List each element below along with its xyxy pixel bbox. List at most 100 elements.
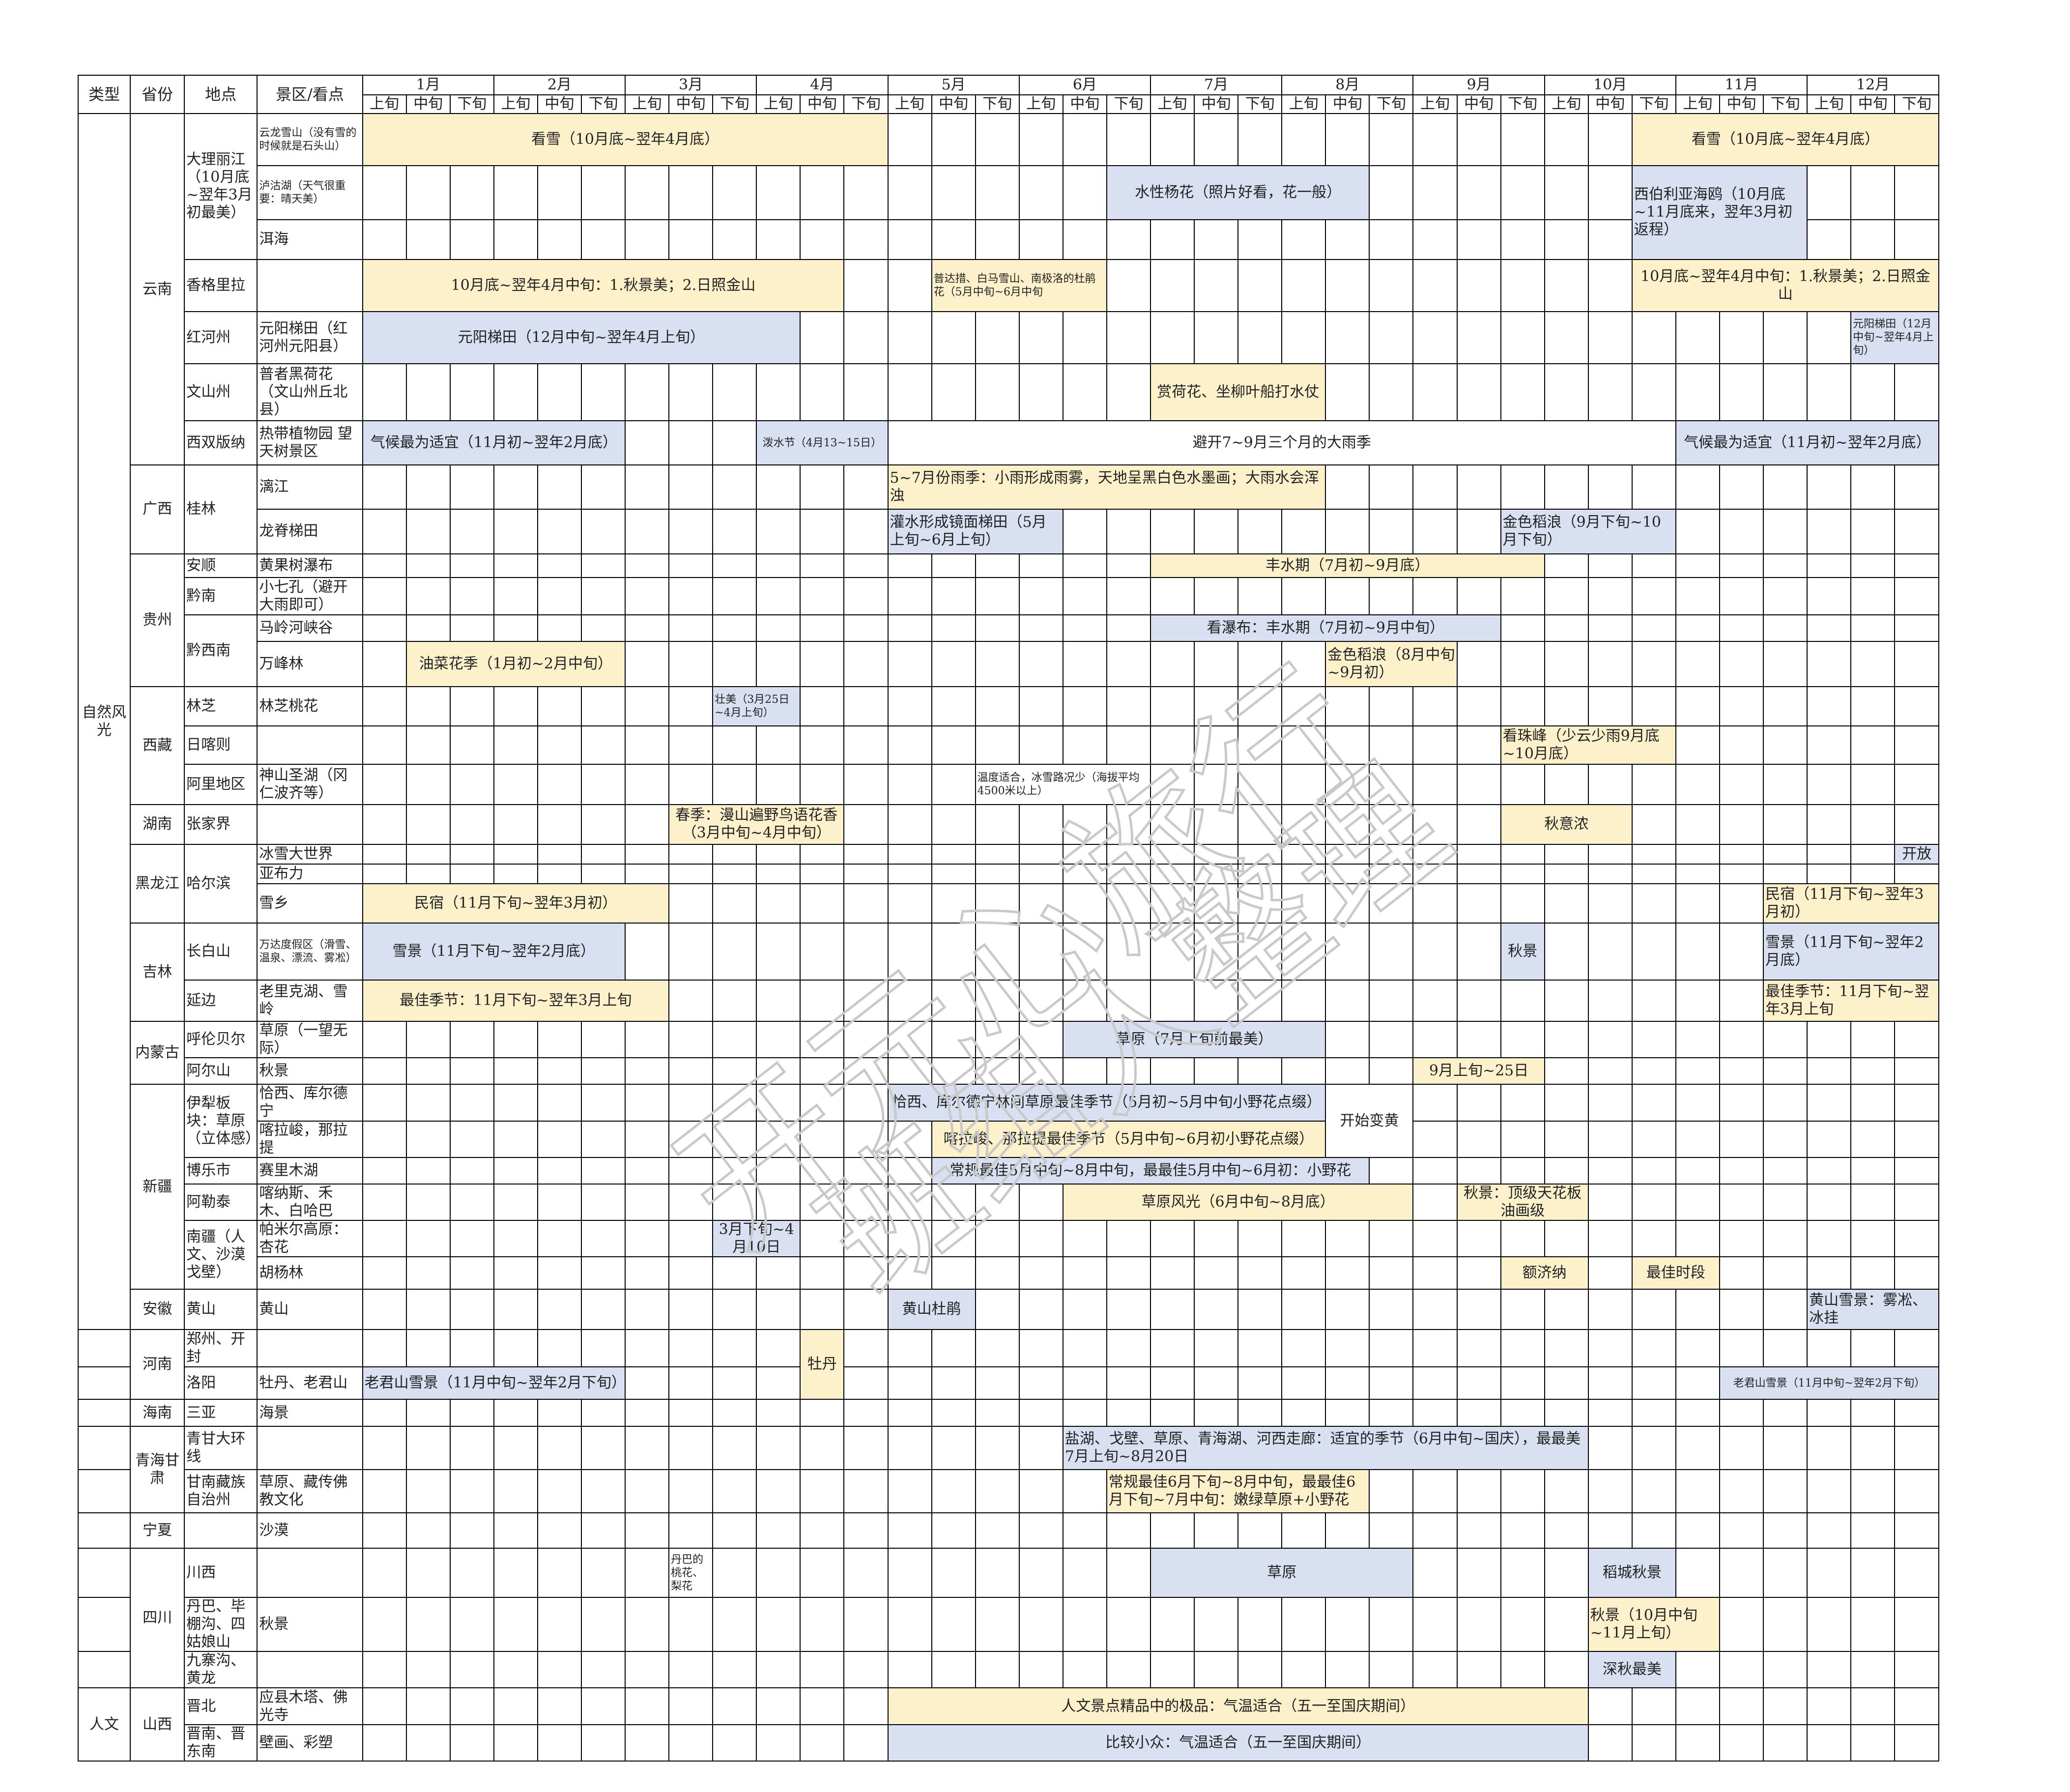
- grid-cell: [843, 165, 889, 221]
- grid-cell: [800, 1289, 845, 1330]
- grid-cell: [1675, 614, 1721, 642]
- grid-cell: [1194, 1256, 1239, 1290]
- grid-cell: [1500, 219, 1545, 260]
- grid-cell: [1544, 764, 1589, 806]
- grid-cell: [887, 1021, 932, 1059]
- grid-cell: [843, 1366, 889, 1400]
- grid-cell: [449, 863, 494, 884]
- grid-cell: [756, 980, 801, 1022]
- grid-cell: [1018, 1219, 1064, 1257]
- grid-cell: [712, 1120, 757, 1158]
- grid-cell: [537, 577, 582, 615]
- grid-cell: [1194, 725, 1239, 765]
- grid-cell: [362, 1021, 407, 1059]
- grid-cell: [931, 1651, 976, 1689]
- grid-cell: [975, 686, 1020, 727]
- grid-cell: [1807, 1597, 1852, 1652]
- period-bar: 秋景（10月中旬~11月上旬）: [1587, 1597, 1721, 1652]
- grid-cell: [1807, 1399, 1852, 1427]
- period-bar: 灌水形成镜面梯田（5月上旬~6月上旬）: [887, 509, 1064, 554]
- grid-cell: [1106, 725, 1151, 765]
- place-cell: 长白山: [184, 922, 258, 981]
- grid-cell: [1894, 686, 1939, 727]
- grid-cell: [975, 843, 1020, 865]
- spot-cell: [257, 725, 363, 765]
- grid-cell: [887, 165, 932, 221]
- grid-cell: [975, 1057, 1020, 1085]
- grid-cell: [756, 363, 801, 422]
- grid-cell: [405, 1057, 451, 1085]
- grid-cell: [1194, 804, 1239, 845]
- grid-cell: [405, 363, 451, 422]
- grid-cell: [668, 1425, 714, 1470]
- grid-cell: [1150, 311, 1195, 364]
- grid-cell: [756, 1399, 801, 1427]
- grid-cell: [1237, 1651, 1283, 1689]
- period-bar: 最佳时段: [1631, 1256, 1721, 1290]
- grid-cell: [756, 1120, 801, 1158]
- grid-cell: [800, 1021, 845, 1059]
- period-bar: 草原风光（6月中旬~8月底）: [1062, 1183, 1414, 1221]
- grid-cell: [1894, 764, 1939, 806]
- header-period: 上旬: [1150, 94, 1195, 114]
- grid-cell: [1456, 1512, 1501, 1549]
- grid-cell: [1587, 1289, 1633, 1330]
- period-bar: 看雪（10月底~翌年4月底）: [1631, 113, 1940, 167]
- grid-cell: [1544, 113, 1589, 167]
- grid-cell: [1675, 843, 1721, 865]
- grid-cell: [1194, 922, 1239, 981]
- period-bar: 黄山杜鹃: [887, 1289, 976, 1330]
- place-cell: 丹巴、毕棚沟、四姑娘山: [184, 1597, 258, 1652]
- grid-cell: [537, 1469, 582, 1513]
- grid-cell: [975, 922, 1020, 981]
- grid-cell: [493, 165, 538, 221]
- grid-cell: [1631, 1366, 1676, 1400]
- grid-cell: [1850, 1597, 1896, 1652]
- grid-cell: [1719, 1183, 1764, 1221]
- grid-cell: [580, 764, 626, 806]
- grid-cell: [1544, 464, 1589, 510]
- province-cell: 内蒙古: [130, 1021, 185, 1085]
- grid-cell: [362, 1219, 407, 1257]
- grid-cell: [1456, 165, 1501, 221]
- grid-cell: [1194, 1512, 1239, 1549]
- table-row-hlj-xuexiang: 雪乡民宿（11月下旬~翌年3月初）民宿（11月下旬~翌年3月初）: [78, 883, 1939, 924]
- grid-cell: [975, 1289, 1020, 1330]
- grid-cell: [1237, 259, 1283, 312]
- grid-cell: [756, 1687, 801, 1725]
- grid-cell: [625, 1399, 670, 1427]
- header-period: 中旬: [800, 94, 845, 114]
- grid-cell: [1194, 1057, 1239, 1085]
- grid-cell: [712, 1156, 757, 1185]
- grid-cell: [625, 764, 670, 806]
- grid-cell: [1194, 509, 1239, 554]
- grid-cell: [1587, 1512, 1633, 1549]
- grid-cell: [625, 1366, 670, 1400]
- grid-cell: [1763, 1289, 1808, 1330]
- grid-cell: [1807, 165, 1852, 221]
- grid-cell: [1719, 1329, 1764, 1368]
- grid-cell: [1675, 1469, 1721, 1513]
- grid-cell: [1106, 1597, 1151, 1652]
- grid-cell: [931, 614, 976, 642]
- grid-cell: [1631, 1057, 1676, 1085]
- period-bar: 金色稻浪（9月下旬~10月下旬）: [1500, 509, 1676, 554]
- grid-cell: [1062, 1469, 1107, 1513]
- grid-cell: [1631, 1021, 1676, 1059]
- grid-cell: [405, 614, 451, 642]
- grid-cell: [931, 363, 976, 422]
- grid-cell: [625, 363, 670, 422]
- grid-cell: [537, 219, 582, 260]
- grid-cell: [1763, 553, 1808, 578]
- grid-cell: [668, 764, 714, 806]
- grid-cell: [1850, 1469, 1896, 1513]
- grid-cell: [1719, 311, 1764, 364]
- grid-cell: [712, 577, 757, 615]
- grid-cell: [1763, 764, 1808, 806]
- grid-cell: [449, 1687, 494, 1725]
- grid-cell: [712, 980, 757, 1022]
- grid-cell: [668, 1366, 714, 1400]
- grid-cell: [1587, 922, 1633, 981]
- period-bar: 5~7月份雨季：小雨形成雨雾，天地呈黑白色水墨画；大雨水会浑浊: [887, 464, 1326, 510]
- spot-cell: 龙脊梯田: [257, 509, 363, 554]
